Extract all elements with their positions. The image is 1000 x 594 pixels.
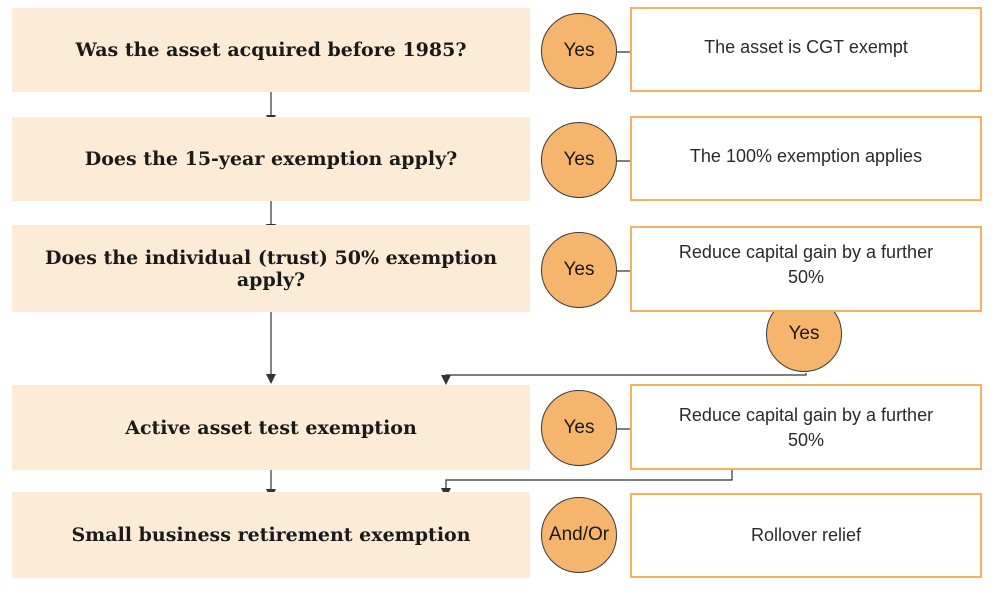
result-box-2: The 100% exemption applies <box>630 116 982 201</box>
result-text: The asset is CGT exempt <box>704 37 908 57</box>
question-box-1: Was the asset acquired before 1985? <box>12 8 530 92</box>
question-text: Active asset test exemption <box>125 416 417 439</box>
result-text: Rollover relief <box>750 525 862 545</box>
answer-label: Yes <box>563 40 595 61</box>
question-text: Does the individual (trust) 50% exemptio… <box>44 246 498 291</box>
answer-circle-3: Yes <box>541 232 617 308</box>
result-box-1: The asset is CGT exempt <box>630 7 982 92</box>
result-text: The 100% exemption applies <box>689 146 923 166</box>
question-text: Does the 15-year exemption apply? <box>84 148 458 170</box>
result-box-4: Reduce capital gain by a further 50% <box>630 384 982 470</box>
result-text: Reduce capital gain by a further 50% <box>678 405 934 450</box>
question-box-5: Small business retirement exemption <box>12 492 530 578</box>
answer-label: Yes <box>563 149 595 170</box>
answer-circle-2: Yes <box>541 122 617 198</box>
question-text: Was the asset acquired before 1985? <box>75 39 467 61</box>
result-box-5: Rollover relief <box>630 493 982 578</box>
answer-circle-1: Yes <box>541 13 617 89</box>
answer-circle-5: And/Or <box>541 497 617 573</box>
answer-label: And/Or <box>548 524 610 545</box>
result-text: Reduce capital gain by a further 50% <box>678 242 934 287</box>
question-text: Small business retirement exemption <box>71 524 471 546</box>
elbow-a3b-q4 <box>441 373 807 385</box>
answer-label: Yes <box>563 417 595 438</box>
answer-label: Yes <box>563 259 595 280</box>
answer-circle-4: Yes <box>541 390 617 466</box>
elbow-r4-q5 <box>441 469 733 498</box>
result-box-3: Reduce capital gain by a further 50% <box>630 226 982 312</box>
question-box-3: Does the individual (trust) 50% exemptio… <box>12 225 530 312</box>
question-box-4: Active asset test exemption <box>12 385 530 470</box>
answer-label: Yes <box>788 323 820 344</box>
question-box-2: Does the 15-year exemption apply? <box>12 117 530 201</box>
